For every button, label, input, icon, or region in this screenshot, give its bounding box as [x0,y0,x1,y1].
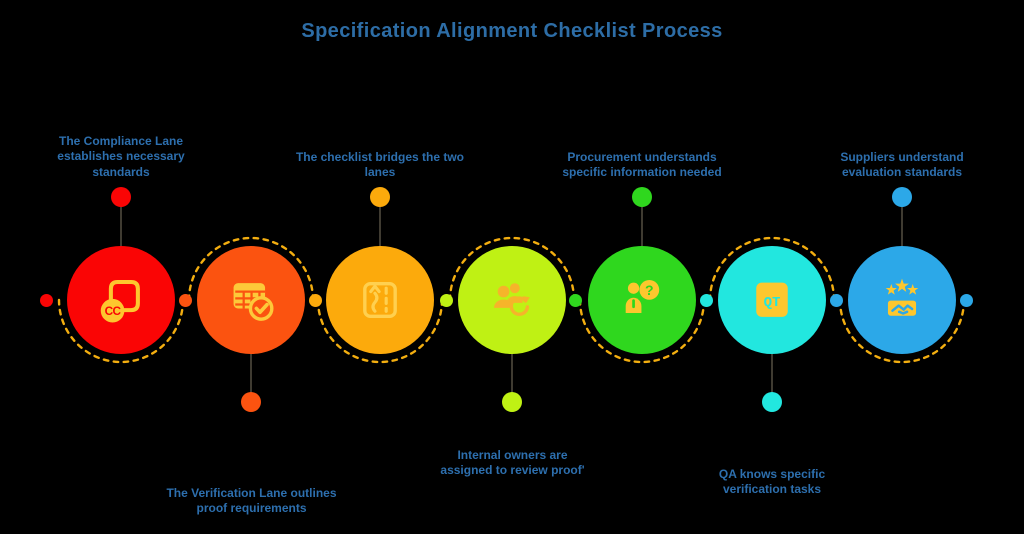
step-circle-verification [197,246,305,354]
step-dot-qa [762,392,782,412]
step-label-checklist-bridge: The checklist bridges the two lanes [295,150,465,180]
step-label-procurement: Procurement understands specific informa… [562,150,722,180]
step-dot-checklist-bridge [370,187,390,207]
cc-text: CC [105,304,122,318]
step-label-verification: The Verification Lane outlines proof req… [166,486,337,516]
step-dot-verification [241,392,261,412]
step-label-internal-owners: Internal owners are assigned to review p… [440,448,585,478]
connector-dot-8 [960,294,973,307]
step-label-compliance: The Compliance Lane establishes necessar… [57,134,185,179]
connector-dot-4 [440,294,453,307]
connector-dot-6 [700,294,713,307]
connector-dot-3 [309,294,322,307]
step-dot-suppliers [892,187,912,207]
stars-handshake-icon [885,278,919,316]
step-dot-internal-owners [502,392,522,412]
lane-change-icon [363,282,397,318]
step-circle-suppliers [848,246,956,354]
step-circle-internal-owners [458,246,566,354]
step-circle-procurement: ? [588,246,696,354]
step-dot-compliance [111,187,131,207]
connector-dot-5 [569,294,582,307]
qt-badge-icon: QT [756,282,788,317]
cc-document-icon: CC [100,279,140,323]
connector-dot-2 [179,294,192,307]
step-circle-checklist-bridge [326,246,434,354]
person-question-icon: ? [625,279,660,313]
step-circle-compliance: CC [67,246,175,354]
page-title: Specification Alignment Checklist Proces… [301,20,723,42]
table-check-icon [233,283,274,321]
step-circle-qa: QT [718,246,826,354]
step-label-qa: QA knows specific verification tasks [718,467,826,497]
connector-dot-7 [830,294,843,307]
people-refresh-icon [494,283,530,316]
qt-text: QT [764,295,781,311]
connector-dot-1 [40,294,53,307]
question-text: ? [645,282,654,298]
step-dot-procurement [632,187,652,207]
step-label-suppliers: Suppliers understand evaluation standard… [840,150,964,180]
